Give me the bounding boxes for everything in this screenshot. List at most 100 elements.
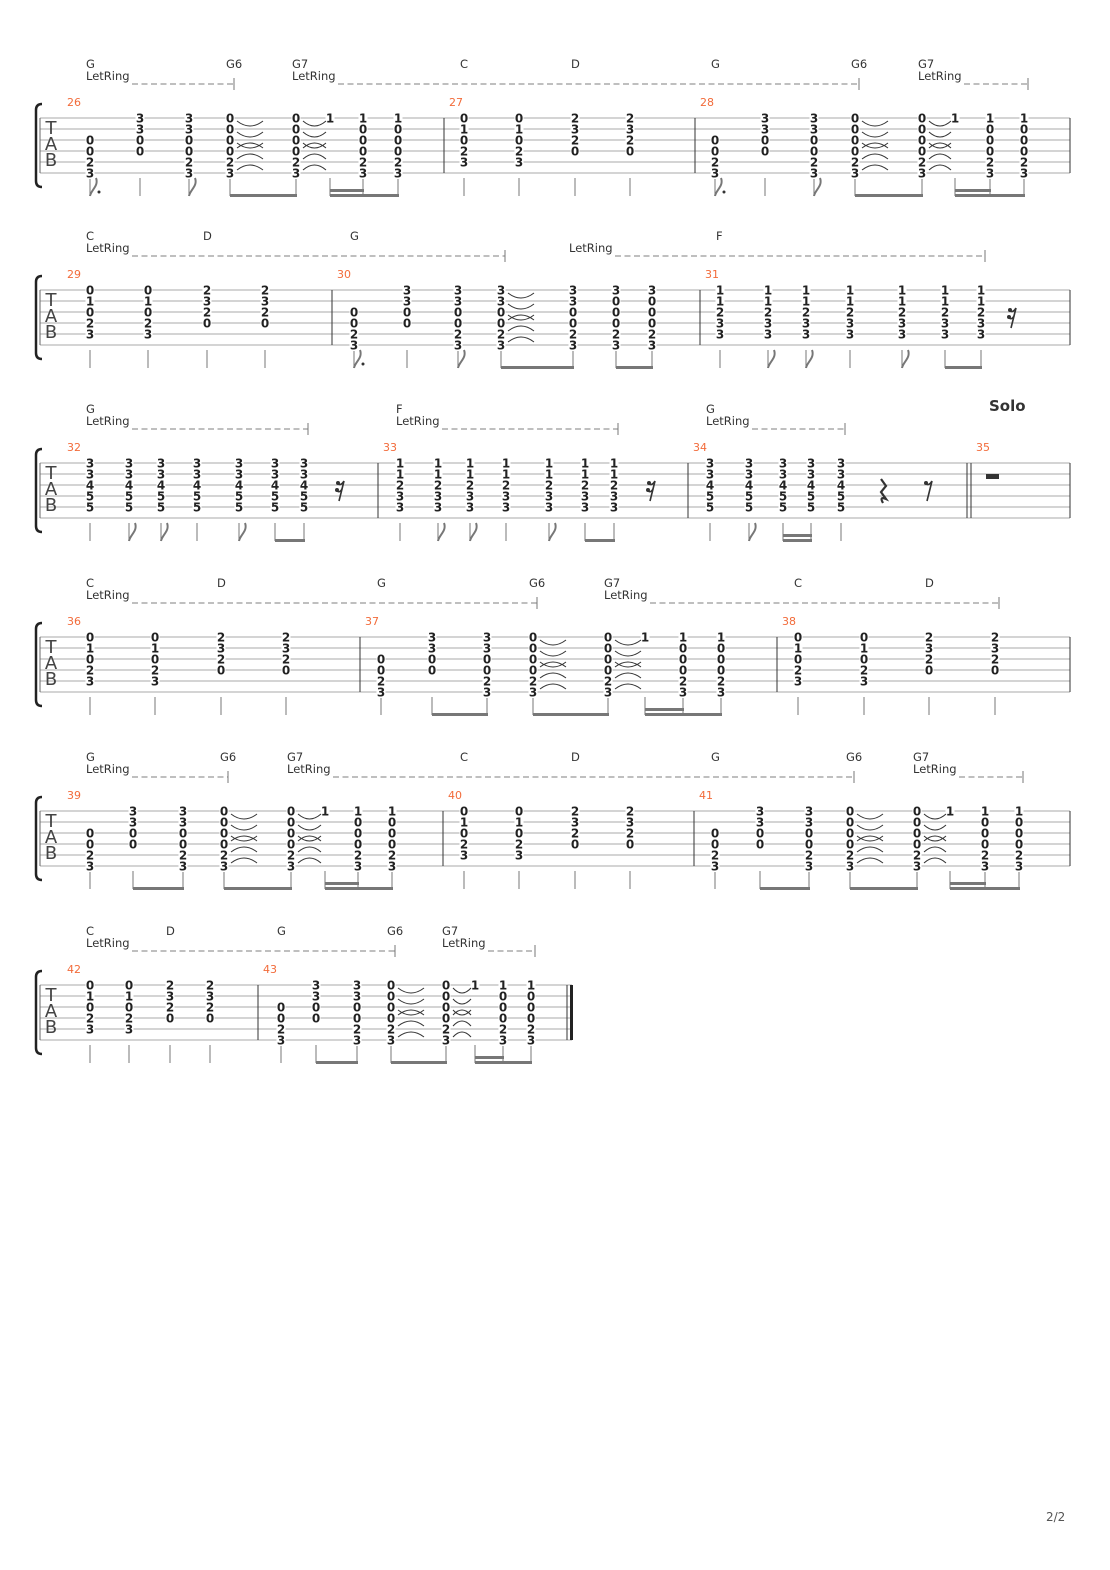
- measure-number: 32: [67, 441, 81, 454]
- tab-clef-letter: A: [45, 1001, 58, 1022]
- slide-curve: [507, 325, 535, 332]
- fret-backdrop: [678, 686, 688, 698]
- fret-number: 2: [717, 675, 725, 689]
- fret-backdrop: [270, 490, 280, 502]
- fret-number: 0: [287, 838, 295, 852]
- fret-backdrop: [845, 827, 855, 839]
- let-ring-label: LetRing: [86, 414, 130, 428]
- fret-number: 0: [442, 1012, 450, 1026]
- fret-backdrop: [647, 284, 657, 296]
- fret-backdrop: [1014, 816, 1024, 828]
- fret-number: 2: [581, 479, 589, 493]
- fret-backdrop: [809, 156, 819, 168]
- slide-curve: [923, 835, 947, 842]
- fret-backdrop: [496, 328, 506, 340]
- fret-number: 1: [764, 295, 772, 309]
- fret-backdrop: [465, 468, 475, 480]
- fret-number: 3: [807, 468, 815, 482]
- fret-backdrop: [178, 860, 188, 872]
- fret-number: 0: [394, 134, 402, 148]
- fret-backdrop: [291, 112, 301, 124]
- fret-backdrop: [496, 284, 506, 296]
- fret-number: 1: [794, 642, 802, 656]
- fret-number: 3: [706, 468, 714, 482]
- fret-number: 0: [354, 838, 362, 852]
- fret-backdrop: [465, 501, 475, 513]
- fret-number: 2: [571, 134, 579, 148]
- fret-number: 1: [86, 990, 94, 1004]
- fret-number: 0: [679, 642, 687, 656]
- beam: [316, 1061, 358, 1064]
- fret-backdrop: [85, 631, 95, 643]
- fret-backdrop: [353, 838, 363, 850]
- measure: 300023G330033002333002333002330002330002…: [331, 229, 657, 369]
- fret-number: 3: [1015, 860, 1023, 874]
- slide-curve: [397, 1009, 425, 1016]
- fret-backdrop: [716, 675, 726, 687]
- fret-backdrop: [859, 631, 869, 643]
- fret-backdrop: [496, 295, 506, 307]
- fret-number: 3: [428, 642, 436, 656]
- sixteenth-rest: [646, 480, 656, 502]
- fret-backdrop: [950, 112, 960, 124]
- beam: [855, 194, 923, 197]
- fret-number: 4: [745, 479, 753, 493]
- chord-name: C: [460, 57, 468, 71]
- fret-backdrop: [281, 664, 291, 676]
- fret-number: 0: [460, 827, 468, 841]
- fret-backdrop: [402, 306, 412, 318]
- fret-backdrop: [441, 979, 451, 991]
- fret-number: 0: [203, 317, 211, 331]
- slide-curve: [539, 639, 567, 646]
- let-ring-marker: LetRing: [292, 69, 860, 90]
- page-number: 2/2: [1046, 1510, 1066, 1524]
- fret-backdrop: [386, 1023, 396, 1035]
- fret-backdrop: [625, 123, 635, 135]
- let-ring-label: LetRing: [442, 936, 486, 950]
- slide-curve: [539, 661, 567, 668]
- fret-number: 3: [581, 490, 589, 504]
- slide-curve: [230, 846, 258, 853]
- fret-backdrop: [156, 490, 166, 502]
- fret-backdrop: [219, 849, 229, 861]
- fret-backdrop: [376, 664, 386, 676]
- beam: [475, 1056, 504, 1059]
- let-ring-label: LetRing: [86, 936, 130, 950]
- chord-name: D: [925, 576, 934, 590]
- fret-number: 3: [805, 860, 813, 874]
- fret-backdrop: [603, 631, 613, 643]
- fret-number: 3: [86, 1023, 94, 1037]
- beat: 1: [640, 631, 650, 715]
- chord-name: C: [86, 924, 94, 938]
- fret-backdrop: [528, 675, 538, 687]
- eighth-flag: [457, 349, 466, 369]
- fret-backdrop: [124, 990, 134, 1002]
- fret-number: 0: [679, 664, 687, 678]
- fret-backdrop: [806, 457, 816, 469]
- fret-number: 0: [185, 145, 193, 159]
- fret-backdrop: [216, 653, 226, 665]
- slide-curve: [539, 683, 567, 690]
- fret-backdrop: [940, 284, 950, 296]
- fret-backdrop: [482, 686, 492, 698]
- fret-backdrop: [286, 838, 296, 850]
- fret-backdrop: [128, 816, 138, 828]
- slide-curve: [236, 142, 264, 149]
- fret-number: 3: [157, 468, 165, 482]
- fret-backdrop: [990, 664, 1000, 676]
- slide-curve: [236, 120, 264, 127]
- beat: 1: [325, 112, 335, 196]
- fret-backdrop: [286, 827, 296, 839]
- beam: [275, 539, 305, 542]
- fret-number: 2: [679, 675, 687, 689]
- fret-backdrop: [678, 631, 688, 643]
- fret-number: 0: [527, 1012, 535, 1026]
